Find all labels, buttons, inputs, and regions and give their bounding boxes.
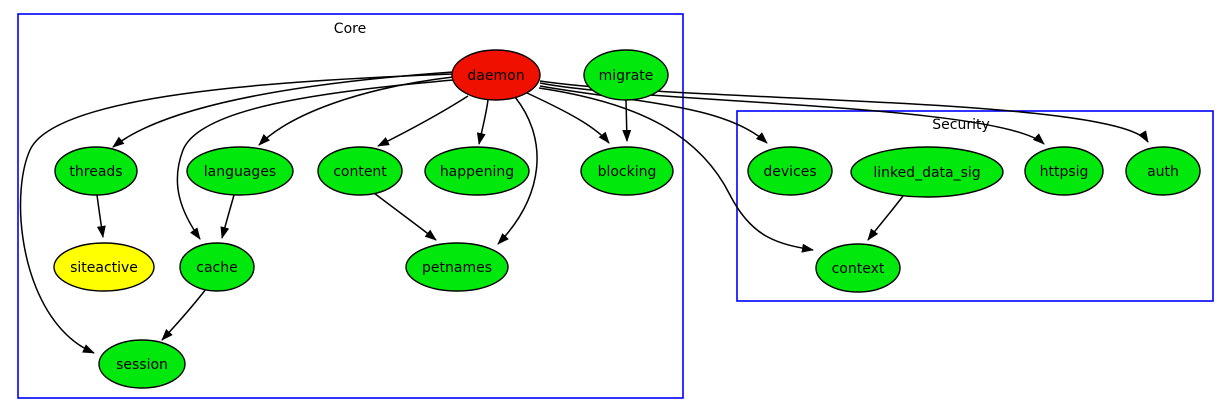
node-cache-label: cache [196, 260, 237, 276]
node-devices: devices [747, 146, 833, 196]
edge-content-to-petnames [373, 192, 437, 241]
node-session-label: session [116, 357, 168, 373]
edge-daemon-to-languages [258, 76, 454, 146]
node-languages-shape [186, 146, 294, 196]
node-session: session [98, 339, 186, 389]
cluster-security: Security [736, 110, 1214, 302]
node-siteactive: siteactive [53, 242, 155, 292]
node-blocking-shape [580, 146, 674, 196]
edge-migrate-to-blocking [622, 99, 632, 142]
node-migrate-shape [583, 49, 669, 101]
node-context-label: context [832, 261, 885, 277]
node-linked_data_sig: linked_data_sig [850, 146, 1004, 198]
node-migrate: migrate [583, 49, 669, 101]
node-auth-label: auth [1147, 164, 1179, 180]
node-content-label: content [333, 164, 387, 180]
node-migrate-label: migrate [599, 68, 654, 84]
node-petnames: petnames [405, 242, 509, 292]
cluster-core: Core [17, 13, 684, 399]
edge-daemon-to-happening [476, 99, 489, 145]
node-siteactive-label: siteactive [70, 260, 138, 276]
edge-linked_data_sig-to-context [867, 195, 904, 241]
node-cache: cache [179, 242, 255, 292]
node-context: context [815, 243, 901, 293]
node-happening-label: happening [440, 164, 514, 180]
node-daemon-label: daemon [467, 68, 524, 84]
node-content-shape [317, 146, 403, 196]
edge-languages-to-cache [220, 194, 235, 239]
node-daemon: daemon [451, 49, 541, 101]
cluster-security-label: Security [932, 117, 990, 133]
node-context-shape [815, 243, 901, 293]
node-auth-shape [1125, 146, 1201, 196]
node-devices-shape [747, 146, 833, 196]
edge-threads-to-siteactive [96, 194, 106, 238]
node-blocking-label: blocking [598, 164, 657, 180]
edge-daemon-to-petnames [497, 96, 538, 245]
edge-cache-to-session [161, 288, 207, 341]
cluster-core-label: Core [334, 21, 366, 37]
node-petnames-label: petnames [422, 260, 492, 276]
node-devices-label: devices [763, 164, 816, 180]
node-threads-label: threads [69, 164, 122, 180]
cluster-core-border [17, 13, 684, 399]
node-linked_data_sig-shape [850, 146, 1004, 198]
node-httpsig-label: httpsig [1040, 164, 1089, 180]
node-httpsig: httpsig [1024, 146, 1104, 196]
node-daemon-shape [451, 49, 541, 101]
node-siteactive-shape [53, 242, 155, 292]
edge-daemon-to-session [19, 73, 454, 354]
edge-daemon-to-content [377, 95, 469, 147]
node-linked_data_sig-label: linked_data_sig [873, 165, 980, 181]
node-threads-shape [54, 146, 138, 196]
node-httpsig-shape [1024, 146, 1104, 196]
node-auth: auth [1125, 146, 1201, 196]
node-languages-label: languages [204, 164, 276, 180]
edge-daemon-to-cache [176, 79, 454, 240]
edge-daemon-to-blocking [526, 92, 610, 144]
node-petnames-shape [405, 242, 509, 292]
node-cache-shape [179, 242, 255, 292]
cluster-security-border [736, 110, 1214, 302]
node-blocking: blocking [580, 146, 674, 196]
node-languages: languages [186, 146, 294, 196]
node-session-shape [98, 339, 186, 389]
edge-daemon-to-devices [539, 85, 768, 144]
node-content: content [317, 146, 403, 196]
edge-daemon-to-context [538, 87, 814, 253]
node-happening-shape [424, 146, 530, 196]
node-happening: happening [424, 146, 530, 196]
node-threads: threads [54, 146, 138, 196]
